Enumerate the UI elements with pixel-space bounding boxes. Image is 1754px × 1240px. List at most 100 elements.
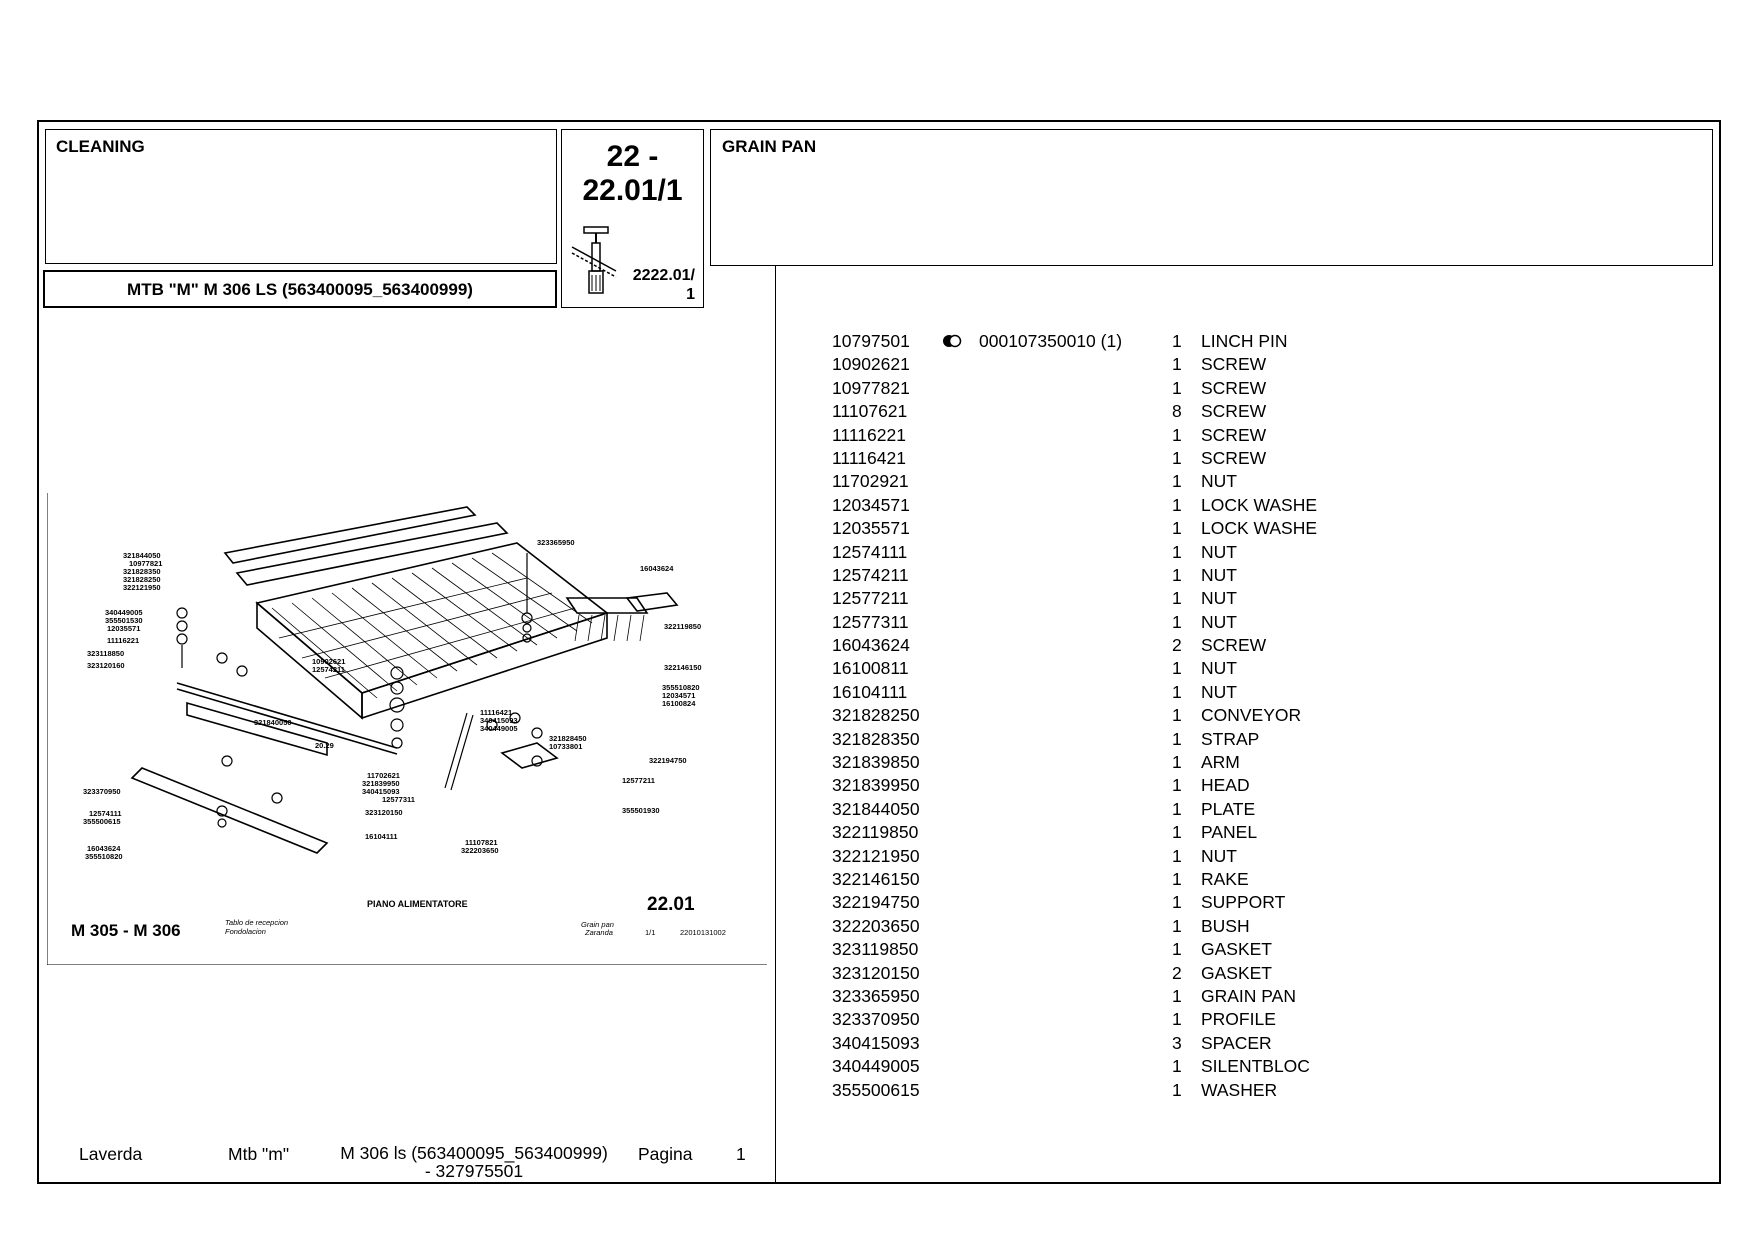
group-box: 22 - 22.01/1 2222.01/ 1 <box>561 129 704 308</box>
drawing-label: 355510820 <box>662 683 700 692</box>
drawing-label: 16043624 <box>640 564 674 573</box>
part-quantity: 1 <box>1172 985 1182 1006</box>
part-name: BUSH <box>1201 915 1250 936</box>
drawing-label: 355500615 <box>83 817 121 826</box>
part-name: SCREW <box>1201 354 1267 375</box>
drawing-page-ref: 22.01 <box>647 894 695 915</box>
part-name: GASKET <box>1201 962 1272 983</box>
column-divider <box>775 266 776 1183</box>
part-code: 10797501 <box>832 331 910 351</box>
part-name: HEAD <box>1201 775 1250 796</box>
part-quantity: 1 <box>1172 681 1182 702</box>
part-name: SPACER <box>1201 1032 1272 1053</box>
part-quantity: 1 <box>1172 471 1182 492</box>
part-code: 340449005 <box>832 1056 920 1077</box>
part-name: PROFILE <box>1201 1009 1276 1030</box>
part-code: 12574111 <box>832 541 908 562</box>
part-code: 323119850 <box>832 939 919 960</box>
part-name: LINCH PIN <box>1201 331 1288 351</box>
footer-model: M 306 ls (563400095_563400999) - 3279755… <box>334 1144 614 1180</box>
part-quantity: 1 <box>1172 939 1182 960</box>
part-code: 322119850 <box>832 822 919 843</box>
part-quantity: 1 <box>1172 892 1182 913</box>
part-name: WASHER <box>1201 1079 1278 1100</box>
part-code: 10902621 <box>832 354 910 375</box>
part-code: 355500615 <box>832 1079 920 1100</box>
drawing-label: 323118850 <box>87 649 124 658</box>
part-code: 323120150 <box>832 962 920 983</box>
part-quantity: 1 <box>1172 564 1182 585</box>
part-name: NUT <box>1201 588 1237 609</box>
exploded-parts-drawing: 321844050 10977821 321828350 321828250 3… <box>47 493 767 965</box>
drawing-label: 323370950 <box>83 787 121 796</box>
drawing-label: 323365950 <box>537 538 575 547</box>
part-quantity: 1 <box>1172 377 1182 398</box>
part-name: NUT <box>1201 564 1237 585</box>
model-box: MTB "M" M 306 LS (563400095_563400999) <box>43 270 557 308</box>
part-quantity: 1 <box>1172 775 1182 796</box>
part-quantity: 1 <box>1172 541 1182 562</box>
drawing-label: 11116221 <box>107 636 139 645</box>
part-code: 12577211 <box>832 588 909 609</box>
drawing-label: 323120150 <box>365 808 403 817</box>
part-name: NUT <box>1201 541 1237 562</box>
part-code: 12574211 <box>832 564 909 585</box>
part-quantity: 3 <box>1172 1032 1182 1053</box>
footer-brand: Laverda <box>79 1144 143 1164</box>
drawing-label: 321828250 <box>123 575 161 584</box>
part-quantity: 1 <box>1172 354 1182 375</box>
part-code: 11107621 <box>832 401 908 422</box>
part-quantity: 2 <box>1172 962 1182 983</box>
drawing-label: 12577311 <box>382 795 415 804</box>
part-quantity: 1 <box>1172 518 1182 539</box>
drawing-label: 355501930 <box>622 806 660 815</box>
drawing-label: 12574111 <box>89 809 122 818</box>
part-name: SUPPORT <box>1201 892 1286 913</box>
footer-series: Mtb "m" <box>228 1144 290 1164</box>
part-name: SCREW <box>1201 424 1267 445</box>
description-box: GRAIN PAN <box>710 129 1713 266</box>
part-quantity: 2 <box>1172 635 1182 656</box>
part-name: SCREW <box>1201 377 1267 398</box>
drawing-small-text: Grain pan <box>581 920 614 929</box>
part-code: 16104111 <box>832 681 908 702</box>
drawing-label: 16100824 <box>662 699 696 708</box>
drawing-label: 322146150 <box>664 663 702 672</box>
part-quantity: 1 <box>1172 915 1182 936</box>
footer-page-number: 1 <box>736 1144 746 1164</box>
part-name: NUT <box>1201 471 1237 492</box>
drawing-label: 322121950 <box>123 583 161 592</box>
part-quantity: 1 <box>1172 752 1182 773</box>
part-code: 12034571 <box>832 494 910 515</box>
part-code: 340415093 <box>832 1032 920 1053</box>
part-name: NUT <box>1201 845 1237 866</box>
drawing-label: 321840050 <box>254 718 292 727</box>
part-name: SCREW <box>1201 447 1267 468</box>
drawing-label: 12035571 <box>107 624 140 633</box>
replacement-marker-icon <box>943 334 962 348</box>
part-quantity: 1 <box>1172 845 1182 866</box>
part-quantity: 1 <box>1172 588 1182 609</box>
drawing-label: 322194750 <box>649 756 687 765</box>
drawing-title: M 305 - M 306 <box>71 921 181 940</box>
part-quantity: 1 <box>1172 868 1182 889</box>
drawing-label: 12577211 <box>622 776 655 785</box>
part-code: 321839950 <box>832 775 920 796</box>
drawing-label: 340415093 <box>362 787 400 796</box>
part-code: 12035571 <box>832 518 910 539</box>
part-alt-code: 000107350010 (1) <box>979 331 1123 351</box>
part-thumbnail-icon <box>571 226 617 294</box>
part-name: LOCK WASHE <box>1201 494 1318 515</box>
footer-model-line2: - 327975501 <box>424 1161 524 1181</box>
drawing-label: 12574211 <box>312 665 345 674</box>
part-code: 11116421 <box>832 447 906 468</box>
drawing-small-text: 1/1 <box>645 928 655 937</box>
description-title: GRAIN PAN <box>722 137 817 156</box>
part-code: 323365950 <box>832 985 920 1006</box>
part-name: STRAP <box>1201 728 1260 749</box>
part-code: 321828350 <box>832 728 920 749</box>
part-code: 321844050 <box>832 798 920 819</box>
ref-code: 2222.01/ 1 <box>632 267 695 303</box>
part-name: SILENTBLOC <box>1201 1056 1310 1077</box>
drawing-label: 355501530 <box>105 616 143 625</box>
